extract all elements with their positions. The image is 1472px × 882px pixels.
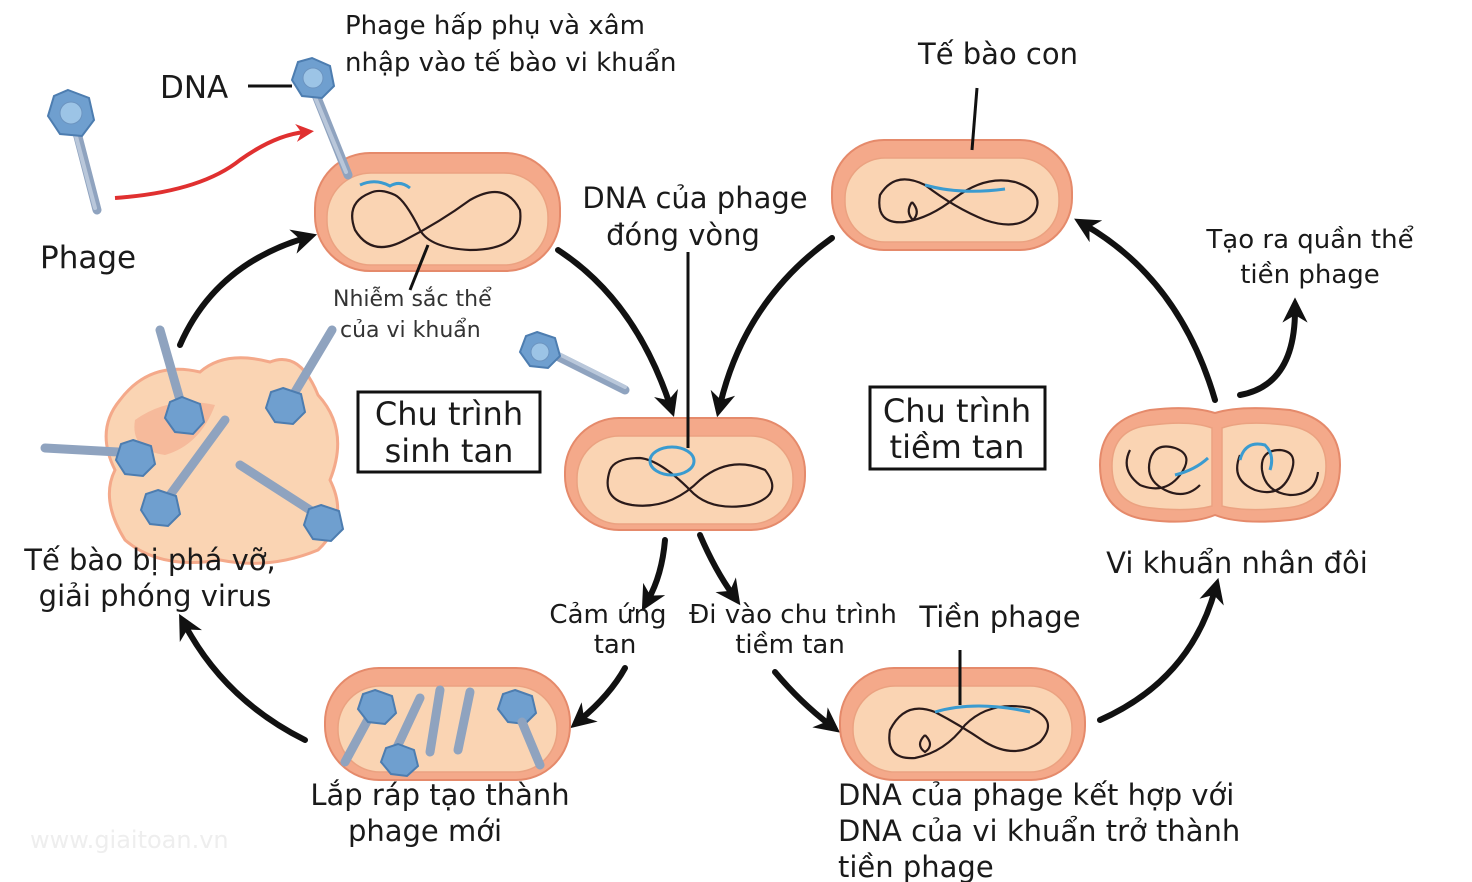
cycle-arrows bbox=[177, 218, 1308, 743]
pointer-chromosome bbox=[408, 244, 430, 291]
assembly-line2: phage mới bbox=[348, 814, 502, 848]
lytic-cycle-line2: sinh tan bbox=[385, 432, 514, 470]
integration-line1: DNA của phage kết hợp với bbox=[838, 778, 1234, 812]
prophage-population-line2: tiền phage bbox=[1240, 260, 1380, 290]
injection-arrow bbox=[114, 123, 314, 200]
lysogenic-cycle-box: Chu trình tiềm tan bbox=[868, 385, 1047, 471]
daughter-prophage-segment bbox=[924, 183, 1006, 193]
prophage-chromosome bbox=[888, 704, 1050, 760]
pointer-lines bbox=[248, 84, 979, 705]
arrow-to-prophage-population bbox=[1237, 297, 1308, 398]
text-labels: Phage hấp phụ và xâm nhập vào tế bào vi … bbox=[23, 11, 1413, 882]
released-phages bbox=[40, 325, 345, 543]
phage-attach-line2: nhập vào tế bào vi khuẩn bbox=[345, 47, 677, 78]
cell-lysis-line2: giải phóng virus bbox=[39, 579, 272, 613]
lytic-cycle-box: Chu trình sinh tan bbox=[356, 390, 542, 474]
arrow-dividing-to-daughter bbox=[1074, 218, 1218, 403]
arrow-assembly-to-lysis bbox=[179, 613, 308, 743]
arrow-prophage-to-dividing bbox=[1097, 577, 1224, 723]
arrow-to-induce-lysis bbox=[641, 537, 668, 611]
dividing-prophage-left bbox=[1174, 456, 1210, 477]
induce-lysis-line1: Cảm ứng bbox=[549, 600, 666, 630]
arrow-infected-to-circular bbox=[555, 247, 678, 417]
lytic-cycle-line1: Chu trình bbox=[375, 395, 523, 433]
circular-dna-line2: đóng vòng bbox=[606, 218, 760, 252]
arrow-to-enter-lysogenic bbox=[697, 532, 741, 606]
prophage-label: Tiền phage bbox=[918, 600, 1080, 634]
daughter-chromosome bbox=[878, 178, 1039, 226]
dividing-chromosome-right bbox=[1236, 448, 1320, 497]
circular-phage-dna bbox=[648, 445, 696, 477]
bacterial-chromosome-2 bbox=[606, 456, 774, 508]
phage-label: Phage bbox=[40, 240, 136, 276]
arrow-lysis-to-infection bbox=[177, 229, 318, 348]
lysogenic-cycle-line1: Chu trình bbox=[883, 392, 1031, 430]
prophage-population-line1: Tạo ra quần thể bbox=[1205, 224, 1413, 255]
circular-dna-cell bbox=[564, 417, 806, 531]
new-phages bbox=[340, 685, 545, 778]
bacteria-divide-label: Vi khuẩn nhân đôi bbox=[1106, 546, 1368, 580]
chromosome-line1: Nhiễm sắc thể bbox=[333, 286, 492, 312]
enter-lysogenic-line1: Đi vào chu trình bbox=[689, 600, 897, 630]
daughter-cell-label: Tế bào con bbox=[917, 37, 1078, 71]
enter-lysogenic-line2: tiềm tan bbox=[735, 630, 845, 660]
prophage-cell bbox=[839, 667, 1086, 781]
lysed-cell bbox=[40, 325, 345, 565]
arrow-daughter-to-circular bbox=[710, 235, 835, 418]
dna-label: DNA bbox=[160, 70, 228, 106]
cell-lysis-line1: Tế bào bị phá vỡ, bbox=[23, 543, 276, 577]
circular-dna-line1: DNA của phage bbox=[582, 181, 807, 215]
phage-attach-line1: Phage hấp phụ và xâm bbox=[345, 11, 645, 41]
free-phage bbox=[46, 88, 102, 215]
infected-cell bbox=[314, 152, 561, 272]
empty-phage bbox=[518, 330, 630, 395]
integration-line3: tiền phage bbox=[838, 850, 994, 882]
bacterial-chromosome bbox=[351, 189, 522, 252]
assembly-line1: Lắp ráp tạo thành bbox=[310, 778, 569, 812]
dividing-chromosome-left bbox=[1125, 445, 1201, 496]
integration-line2: DNA của vi khuẩn trở thành bbox=[838, 814, 1240, 848]
injected-phage-dna bbox=[359, 180, 411, 190]
assembly-cell bbox=[324, 667, 571, 781]
dividing-prophage-right bbox=[1238, 442, 1274, 471]
dividing-cell bbox=[1098, 407, 1342, 523]
chromosome-line2: của vi khuẩn bbox=[340, 318, 481, 343]
integrated-prophage bbox=[934, 704, 1031, 714]
arrow-to-assembly bbox=[570, 665, 628, 729]
induce-lysis-line2: tan bbox=[594, 630, 637, 660]
pointer-daughter-cell bbox=[970, 87, 979, 151]
watermark: www.giaitoan.vn bbox=[30, 826, 229, 854]
arrow-to-prophage-cell bbox=[772, 669, 840, 733]
lysogenic-cycle-line2: tiềm tan bbox=[890, 428, 1025, 466]
daughter-cell bbox=[831, 139, 1073, 251]
attached-phage bbox=[290, 56, 353, 180]
